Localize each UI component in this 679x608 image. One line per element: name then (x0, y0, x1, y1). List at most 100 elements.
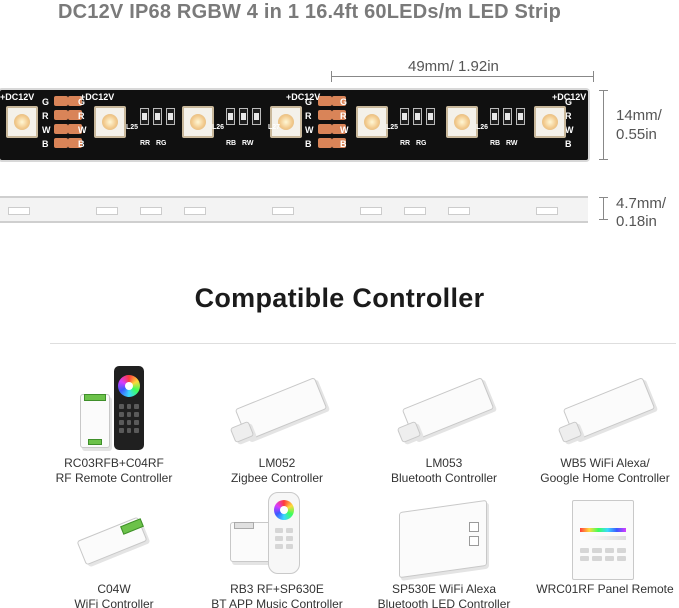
page-title: DC12V IP68 RGBW 4 in 1 16.4ft 60LEDs/m L… (58, 1, 562, 23)
controller-caption: RB3 RF+SP630E BT APP Music Controller (182, 582, 372, 608)
controller-caption: WB5 WiFi Alexa/ Google Home Controller (510, 456, 679, 486)
side-led-chip (140, 207, 162, 215)
controller-card-rb3[interactable]: RB3 RF+SP630E BT APP Music Controller (192, 492, 362, 608)
strip-thickness-mm-label: 4.7mm/ (616, 195, 667, 212)
resistor-label: RB (490, 140, 501, 147)
controller-card-c04w[interactable]: C04W WiFi Controller (29, 492, 199, 608)
controller-caption: SP530E WiFi Alexa Bluetooth LED Controll… (349, 582, 539, 608)
rgbw-led-chip (270, 106, 302, 138)
resistor (516, 108, 525, 125)
resistor-label: L27 (268, 124, 281, 131)
copper-pad (68, 96, 82, 106)
side-led-chip (272, 207, 294, 215)
controller-model: LM052 (258, 456, 296, 470)
resistor-label: RG (416, 140, 427, 147)
pad-letter: G (78, 97, 86, 107)
controller-card-sp530e[interactable]: SP530E WiFi Alexa Bluetooth LED Controll… (359, 492, 529, 608)
pad-letter: B (78, 139, 85, 149)
strip-thickness-dimension-line (599, 197, 608, 220)
controller-type: Zigbee Controller (230, 471, 324, 485)
resistor-label: L25 (126, 124, 139, 131)
pad-letter: W (305, 125, 314, 135)
rgbw-led-chip (182, 106, 214, 138)
resistor (503, 108, 512, 125)
controller-type: RF Remote Controller (55, 471, 173, 485)
rgbw-led-chip (6, 106, 38, 138)
controller-card-lm053[interactable]: LM053 Bluetooth Controller (359, 366, 529, 496)
controller-caption: LM052 Zigbee Controller (182, 456, 372, 486)
zigbee-controller-image (192, 366, 362, 456)
strip-thickness-in-label: 0.18in (616, 213, 657, 230)
controller-card-rc03rfb[interactable]: RC03RFB+C04RF RF Remote Controller (29, 366, 199, 496)
resistor (426, 108, 435, 125)
bluetooth-controller-image (359, 366, 529, 456)
resistor (166, 108, 175, 125)
copper-pad (68, 138, 82, 148)
strip-width-mm-label: 14mm/ (616, 107, 662, 124)
copper-pad (54, 138, 68, 148)
pad-letter: B (305, 139, 312, 149)
led-strip-side-view (0, 196, 588, 223)
resistor-label: L26 (476, 124, 489, 131)
controller-card-wb5[interactable]: WB5 WiFi Alexa/ Google Home Controller (520, 366, 679, 496)
controller-type: BT APP Music Controller (211, 597, 343, 608)
side-led-chip (404, 207, 426, 215)
resistor-label: RG (156, 140, 167, 147)
copper-pad (318, 96, 332, 106)
rgbw-led-chip (446, 106, 478, 138)
resistor-label: RW (242, 140, 254, 147)
pad-letter: G (340, 97, 348, 107)
controller-caption: LM053 Bluetooth Controller (349, 456, 539, 486)
controller-caption: WRC01RF Panel Remote (510, 582, 679, 597)
resistor-label: L26 (212, 124, 225, 131)
strip-width-in-label: 0.55in (616, 126, 657, 143)
resistor (490, 108, 499, 125)
copper-pad (318, 138, 332, 148)
section-title: Compatible Controller (194, 283, 485, 313)
pad-letter: W (78, 125, 87, 135)
controller-card-lm052[interactable]: LM052 Zigbee Controller (192, 366, 362, 496)
controller-model: WRC01RF Panel Remote (536, 582, 674, 596)
copper-pad (68, 124, 82, 134)
copper-pad (332, 110, 346, 120)
voltage-label: +DC12V (552, 92, 587, 102)
bt-music-controller-image (192, 492, 362, 582)
resistor (239, 108, 248, 125)
pad-letter: R (565, 111, 572, 121)
pad-letter: B (565, 139, 572, 149)
copper-pad (318, 110, 332, 120)
copper-pad (332, 96, 346, 106)
pad-letter: B (340, 139, 347, 149)
wifi-alexa-controller-image (520, 366, 679, 456)
pad-letter: R (42, 111, 49, 121)
controller-card-wrc01rf[interactable]: WRC01RF Panel Remote (520, 492, 679, 608)
section-divider (50, 343, 676, 344)
controller-type: WiFi Controller (74, 597, 154, 608)
controller-type: Bluetooth Controller (390, 471, 498, 485)
resistor-label: RW (506, 140, 518, 147)
copper-pad (332, 138, 346, 148)
side-led-chip (448, 207, 470, 215)
pad-letter: G (565, 97, 573, 107)
side-led-chip (96, 207, 118, 215)
pad-letter: R (78, 111, 85, 121)
copper-pad (68, 110, 82, 120)
controller-caption: C04W WiFi Controller (19, 582, 209, 608)
controller-model: SP530E WiFi Alexa (391, 582, 497, 596)
resistor (252, 108, 261, 125)
controller-model: C04W (97, 582, 131, 596)
resistor-label: RR (140, 140, 151, 147)
voltage-label: +DC12V (286, 92, 321, 102)
copper-pad (54, 110, 68, 120)
pad-letter: W (340, 125, 349, 135)
pad-letter: G (305, 97, 313, 107)
copper-pad (318, 124, 332, 134)
pad-letter: W (565, 125, 574, 135)
resistor-label: RR (400, 140, 411, 147)
controller-model: WB5 WiFi Alexa/ (560, 456, 650, 470)
pad-letter: B (42, 139, 49, 149)
wifi-bluetooth-controller-image (359, 492, 529, 582)
controller-type: Google Home Controller (540, 471, 670, 485)
voltage-label: +DC12V (80, 92, 115, 102)
